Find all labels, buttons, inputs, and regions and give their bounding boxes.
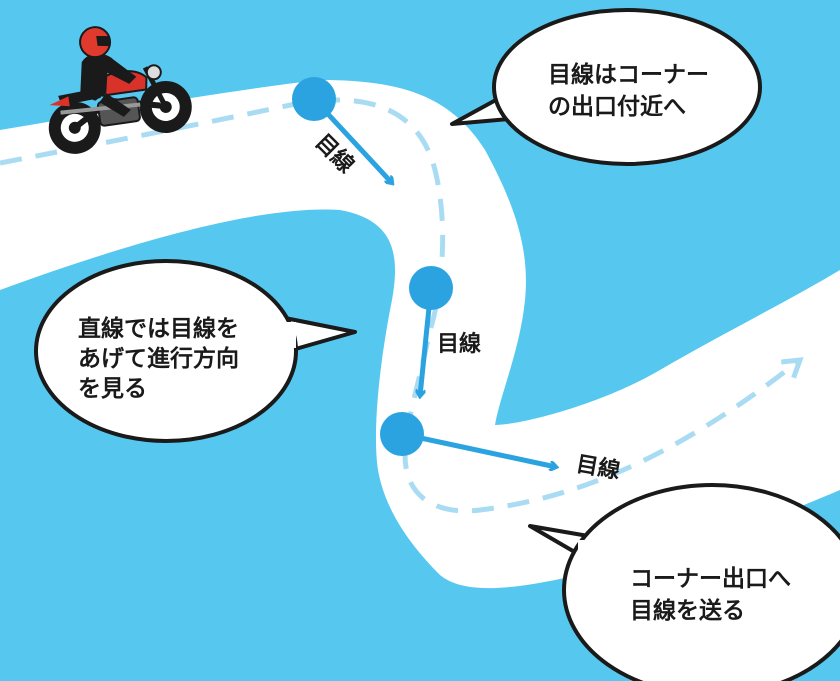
gaze-arrow-3 xyxy=(401,431,556,467)
speech-bubble-send-gaze: コーナー出口へ 目線を送る xyxy=(528,483,840,681)
gaze-point-1 xyxy=(292,77,336,121)
bubble-text-line: 直線では目線を xyxy=(78,315,239,342)
gaze-point-3 xyxy=(380,412,424,456)
speech-bubble-straight: 直線では目線を あげて進行方向 を見る xyxy=(34,259,357,443)
bubble-text-line: 目線を送る xyxy=(630,597,745,624)
motorcycle-rider-icon xyxy=(48,26,192,154)
bubble-text-line: あげて進行方向 xyxy=(78,345,239,372)
bubble-text-line: コーナー出口へ xyxy=(630,566,791,592)
bubble-text-line: の出口付近へ xyxy=(548,94,686,120)
road xyxy=(0,80,840,589)
speech-bubble-corner-exit: 目線はコーナー の出口付近へ xyxy=(450,8,762,166)
bubble-text-line: を見る xyxy=(78,376,147,402)
gaze-point-2 xyxy=(409,266,453,310)
bubble-text-line: 目線はコーナー xyxy=(548,61,709,88)
gaze-label-2: 目線 xyxy=(437,331,481,357)
